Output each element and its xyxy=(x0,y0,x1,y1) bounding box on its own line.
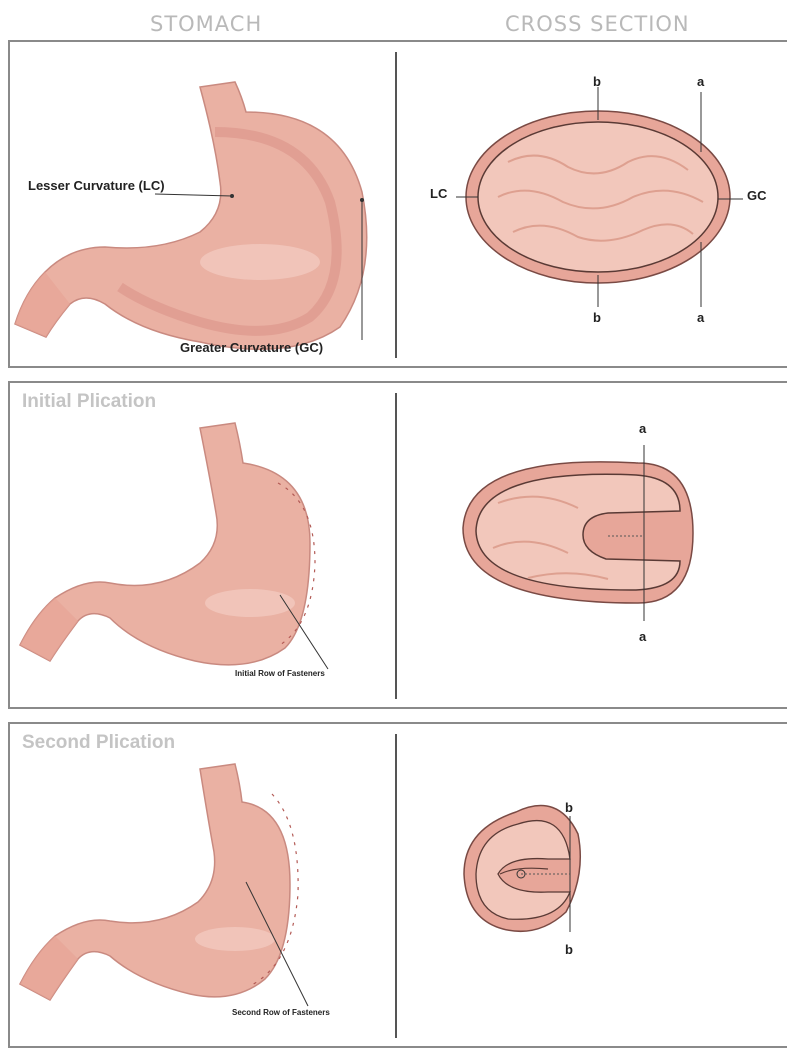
cross-label-b-bottom: b xyxy=(593,310,601,325)
panel-divider xyxy=(395,734,397,1038)
cross-label-a-top: a xyxy=(639,421,646,436)
cross-section-folded-once xyxy=(398,383,787,703)
stomach-plicated-illustration xyxy=(10,383,390,703)
panel-initial-plication: Initial Plication Initial Row of Fastene… xyxy=(8,381,787,709)
panel-divider xyxy=(395,52,397,358)
second-row-label: Second Row of Fasteners xyxy=(232,1008,330,1017)
cross-label-b-top: b xyxy=(593,74,601,89)
stomach-plicated-twice-illustration xyxy=(10,724,390,1044)
cross-label-b-top: b xyxy=(565,800,573,815)
cross-label-a-bottom: a xyxy=(697,310,704,325)
cross-section-header: CROSS SECTION xyxy=(505,12,690,36)
cross-label-b-bottom: b xyxy=(565,942,573,957)
greater-curvature-label: Greater Curvature (GC) xyxy=(180,340,323,355)
cross-label-gc: GC xyxy=(747,188,767,203)
cross-label-a-top: a xyxy=(697,74,704,89)
panel-second-plication: Second Plication Second Row of Fasteners… xyxy=(8,722,787,1048)
cross-label-a-bottom: a xyxy=(639,629,646,644)
stomach-illustration xyxy=(10,42,390,362)
cross-section-folded-twice xyxy=(398,724,787,1044)
lesser-curvature-label: Lesser Curvature (LC) xyxy=(28,178,165,193)
stomach-header: STOMACH xyxy=(150,12,262,36)
cross-label-lc: LC xyxy=(430,186,447,201)
panel-anatomy: Lesser Curvature (LC) Greater Curvature … xyxy=(8,40,787,368)
panel-divider xyxy=(395,393,397,699)
initial-row-label: Initial Row of Fasteners xyxy=(235,669,325,678)
